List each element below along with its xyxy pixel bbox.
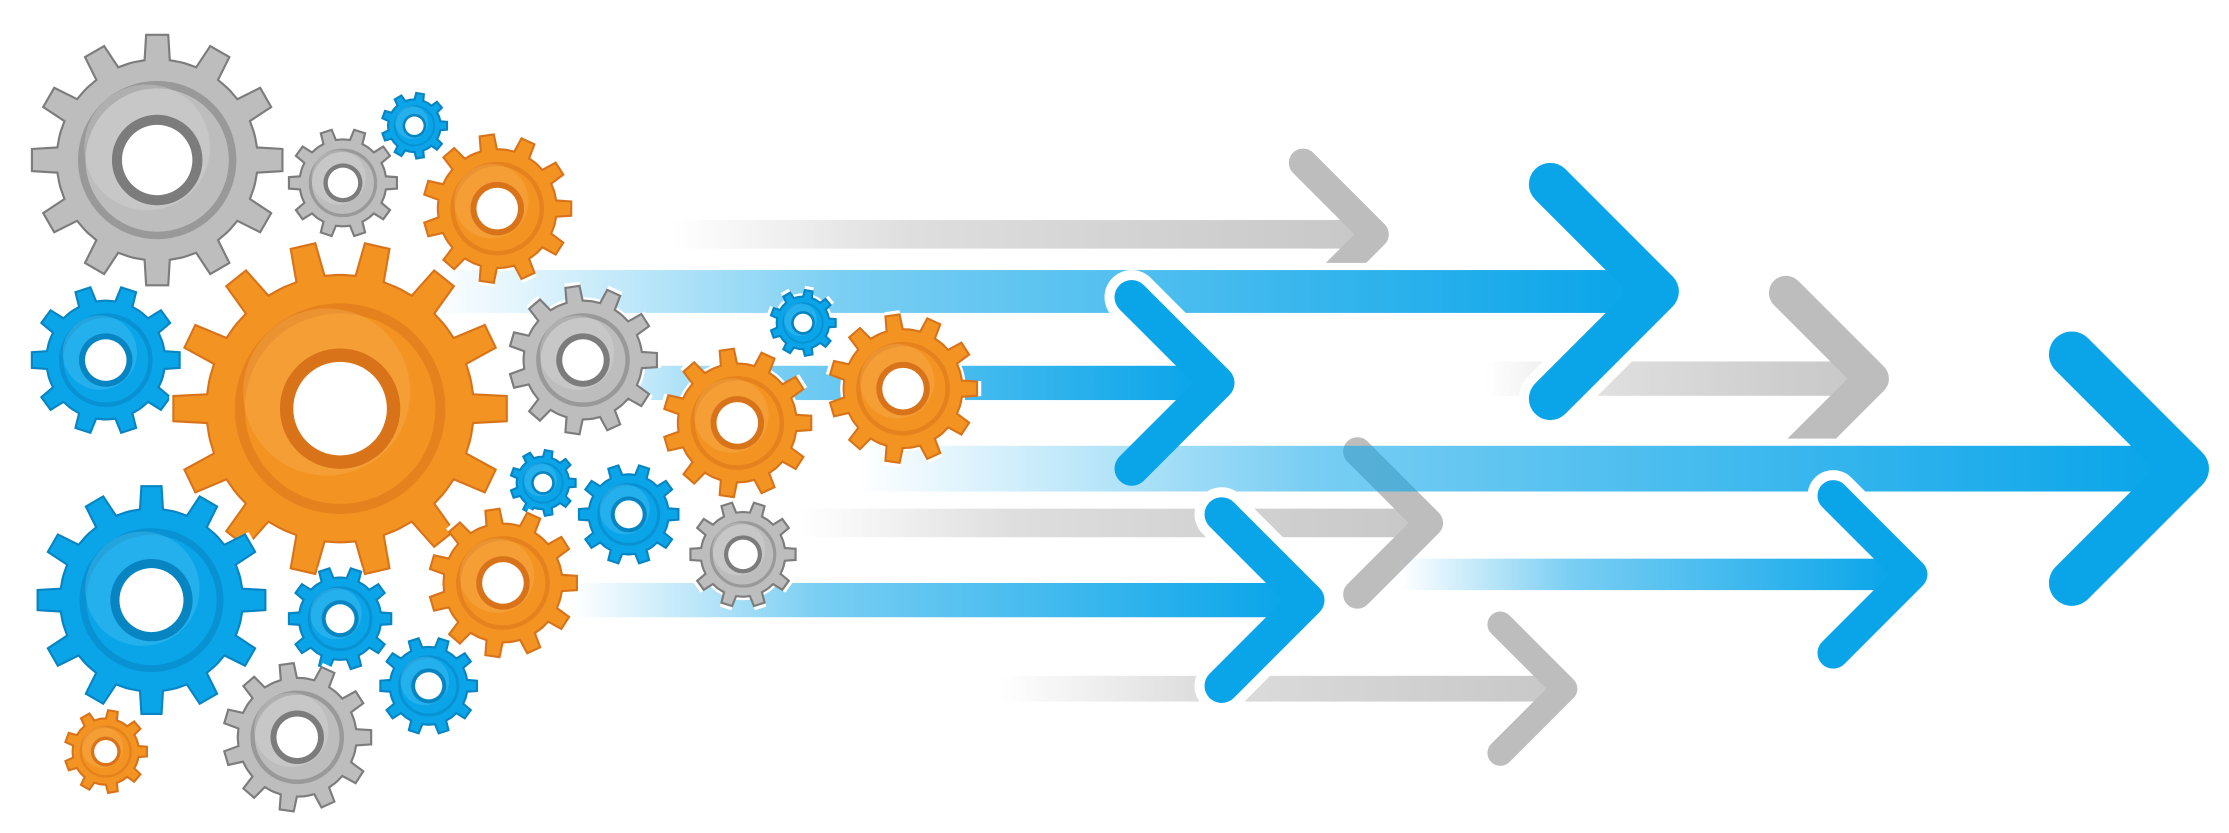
- orange-gear-icon: [825, 310, 982, 468]
- blue-gear-icon: [378, 88, 452, 163]
- blue-gear-icon: [766, 285, 840, 361]
- orange-gear-icon: [61, 705, 152, 798]
- orange-gear-icon: [420, 130, 576, 288]
- blue-arrow-icon: [1400, 470, 1938, 679]
- gray-gear-icon: [686, 498, 800, 611]
- gears-layer: [27, 30, 982, 816]
- blue-gear-icon: [574, 461, 683, 568]
- blue-arrow-icon: [857, 321, 2219, 616]
- gray-arrow-icon: [1000, 601, 1588, 776]
- arrows-layer: [428, 138, 2219, 776]
- gray-gear-icon: [284, 125, 402, 241]
- orange-gear-icon: [425, 504, 582, 662]
- orange-gear-icon: [660, 344, 816, 502]
- blue-gear-icon: [33, 481, 270, 719]
- blue-arrow-icon: [571, 487, 1335, 713]
- blue-gear-icon: [284, 564, 396, 674]
- gray-gear-icon: [505, 281, 662, 439]
- blue-arrow-icon: [428, 152, 1689, 431]
- blue-gear-icon: [506, 445, 580, 521]
- blue-gear-icon: [27, 283, 184, 437]
- blue-gear-icon: [376, 634, 482, 738]
- gray-gear-icon: [27, 30, 287, 290]
- orange-gear-icon: [169, 239, 512, 579]
- gray-gear-icon: [220, 658, 376, 816]
